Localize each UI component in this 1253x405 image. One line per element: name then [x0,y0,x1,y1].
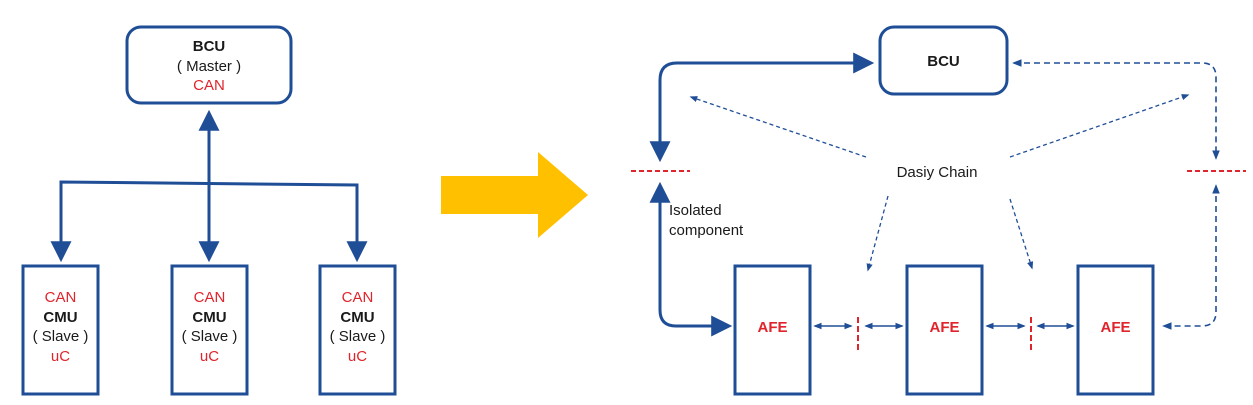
right-bcu-box [878,25,1009,96]
left-cmu-2: CAN CMU ( Slave ) uC [170,264,249,396]
cmu-mcu: uC [200,348,219,365]
cmu-bus: CAN [342,289,374,306]
right-diagram: BCU AFE AFE AFE Dasiy Chain Isolated [631,25,1246,396]
afe-box-1 [733,264,812,396]
isolated-label-line2: component [669,222,744,239]
cmu-role: ( Slave ) [330,328,386,345]
bcu-to-isolation-arrow [649,52,875,163]
cmu-title: CMU [192,309,226,326]
left-bcu-title: BCU [193,38,226,55]
cmu-mcu: uC [51,348,70,365]
right-bcu-title: BCU [927,53,960,70]
afe-label-1: AFE [758,319,788,336]
cmu-title: CMU [43,309,77,326]
bcu-to-right-isolation-arrow [1012,59,1220,160]
left-bcu-role: ( Master ) [177,58,241,75]
cmu-title: CMU [340,309,374,326]
cmu-box [170,264,249,396]
isolation-to-afe-arrow [649,181,733,337]
cmu-role: ( Slave ) [33,328,89,345]
left-cmu-1: CAN CMU ( Slave ) uC [21,264,100,396]
cmu-mcu: uC [348,348,367,365]
isolated-label-line1: Isolated [669,202,722,219]
cmu-role: ( Slave ) [182,328,238,345]
cmu-box [21,264,100,396]
daisy-chain-label: Dasiy Chain [897,164,978,181]
cmu-bus: CAN [194,289,226,306]
daisy-pointer-upper-right [1009,94,1190,158]
left-cmu-3: CAN CMU ( Slave ) uC [318,264,397,396]
left-diagram: BCU ( Master ) CAN CAN CMU ( Slave ) uC … [21,25,397,396]
right-isolation-to-afe-arrow [1162,184,1220,330]
cmu-box [318,264,397,396]
daisy-pointer-lower-right [1009,198,1034,270]
left-bus-line [50,180,368,263]
left-bcu-bus: CAN [193,77,225,94]
afe-box-2 [905,264,984,396]
daisy-pointer-lower-left [866,195,889,272]
transition-arrow-icon [441,152,588,238]
left-bcu-box [125,25,293,105]
daisy-pointer-upper-left [689,96,867,158]
afe-label-2: AFE [930,319,960,336]
afe-box-3 [1076,264,1155,396]
afe-label-3: AFE [1101,319,1131,336]
cmu-bus: CAN [45,289,77,306]
